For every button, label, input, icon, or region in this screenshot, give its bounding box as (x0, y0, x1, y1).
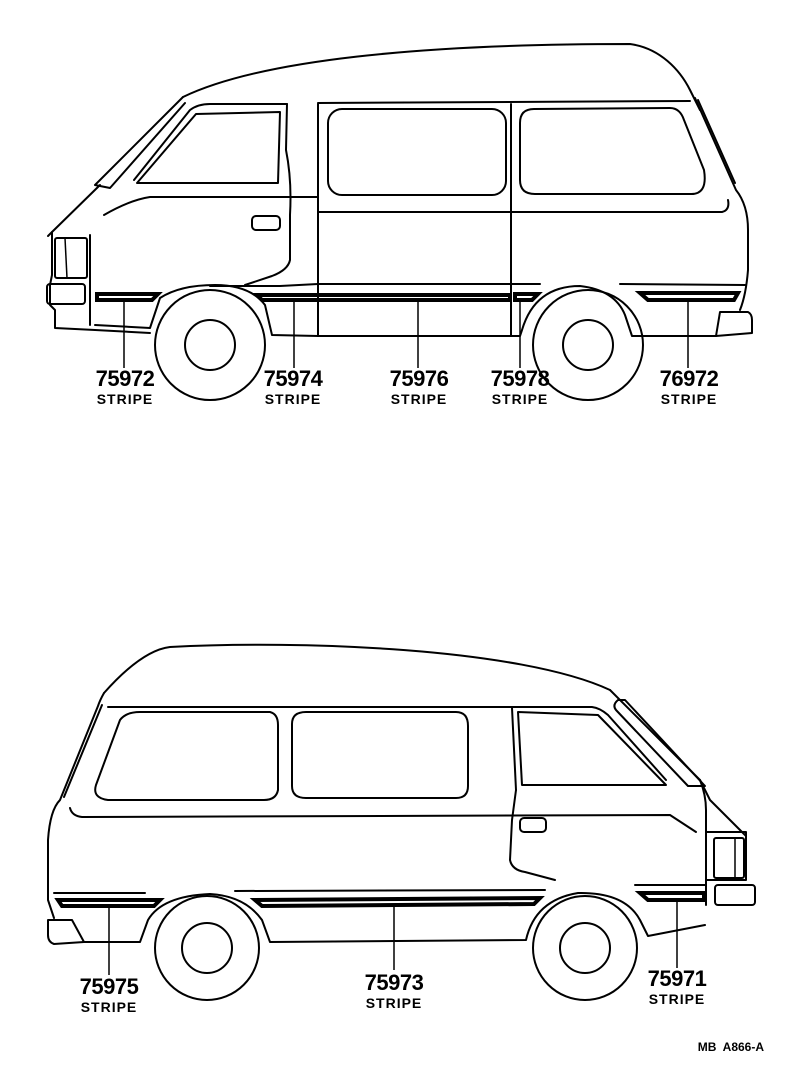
part-name: STRIPE (491, 391, 549, 407)
part-number: 75978 (490, 366, 550, 391)
part-name: STRIPE (96, 391, 154, 407)
callout-75975: 75975 STRIPE (72, 974, 146, 1015)
callout-75974: 75974 STRIPE (256, 366, 330, 407)
callout-75976: 75976 STRIPE (382, 366, 456, 407)
part-number: 75972 (95, 366, 155, 391)
part-name: STRIPE (365, 995, 423, 1011)
part-name: STRIPE (264, 391, 322, 407)
part-number: 76972 (659, 366, 719, 391)
part-name: STRIPE (80, 999, 138, 1015)
part-number: 75974 (263, 366, 323, 391)
top-van-drawing (46, 43, 753, 401)
callout-75978: 75978 STRIPE (483, 366, 557, 407)
part-number: 75973 (364, 970, 424, 995)
callout-75973: 75973 STRIPE (357, 970, 431, 1011)
callout-76972: 76972 STRIPE (652, 366, 726, 407)
part-number: 75976 (389, 366, 449, 391)
part-name: STRIPE (660, 391, 718, 407)
diagram-reference-code: MB A866-A (697, 1040, 764, 1054)
part-name: STRIPE (390, 391, 448, 407)
part-number: 75971 (647, 966, 707, 991)
callout-75972: 75972 STRIPE (88, 366, 162, 407)
callout-75971: 75971 STRIPE (640, 966, 714, 1007)
part-number: 75975 (79, 974, 139, 999)
bottom-van-drawing (47, 643, 756, 1001)
part-name: STRIPE (648, 991, 706, 1007)
